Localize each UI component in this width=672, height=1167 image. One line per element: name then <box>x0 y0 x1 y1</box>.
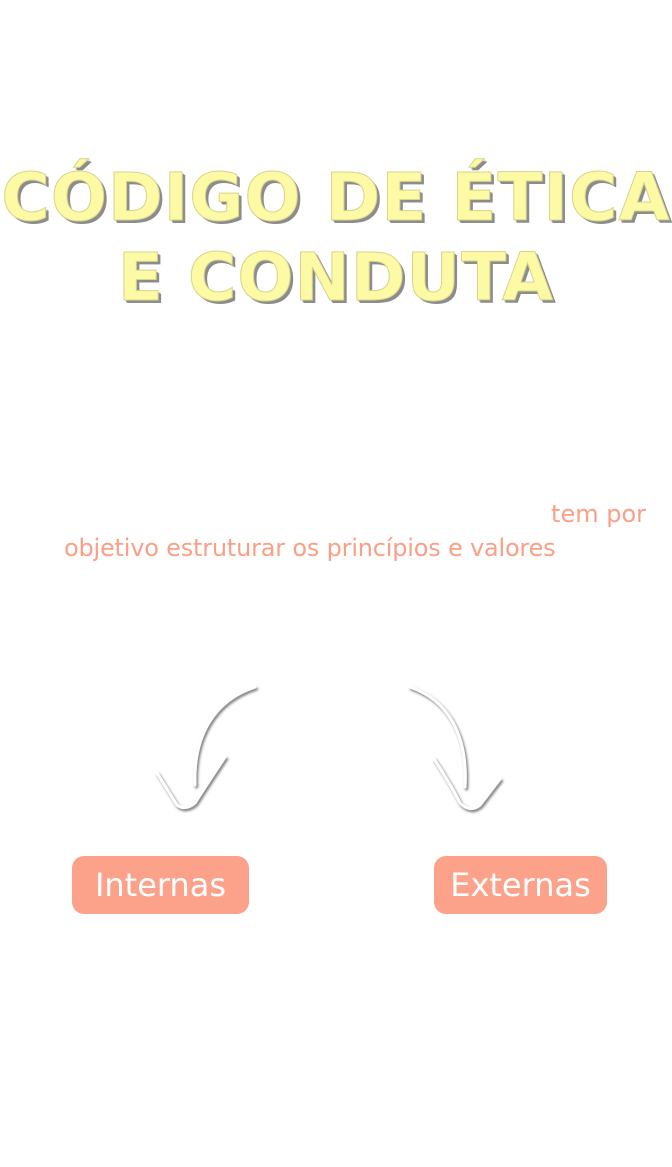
page-title: CÓDIGO DE ÉTICA E CONDUTA <box>0 158 672 318</box>
curved-arrow-down-left-icon <box>155 685 257 810</box>
description-line-1: tem por <box>551 500 646 528</box>
title-line-2: E CONDUTA <box>117 239 555 317</box>
curved-arrow-down-right-icon <box>408 685 502 810</box>
title-line-1: CÓDIGO DE ÉTICA <box>1 159 671 237</box>
externas-button[interactable]: Externas <box>434 856 607 914</box>
description-line-2: objetivo estruturar os princípios e valo… <box>64 534 556 562</box>
internas-button[interactable]: Internas <box>72 856 249 914</box>
